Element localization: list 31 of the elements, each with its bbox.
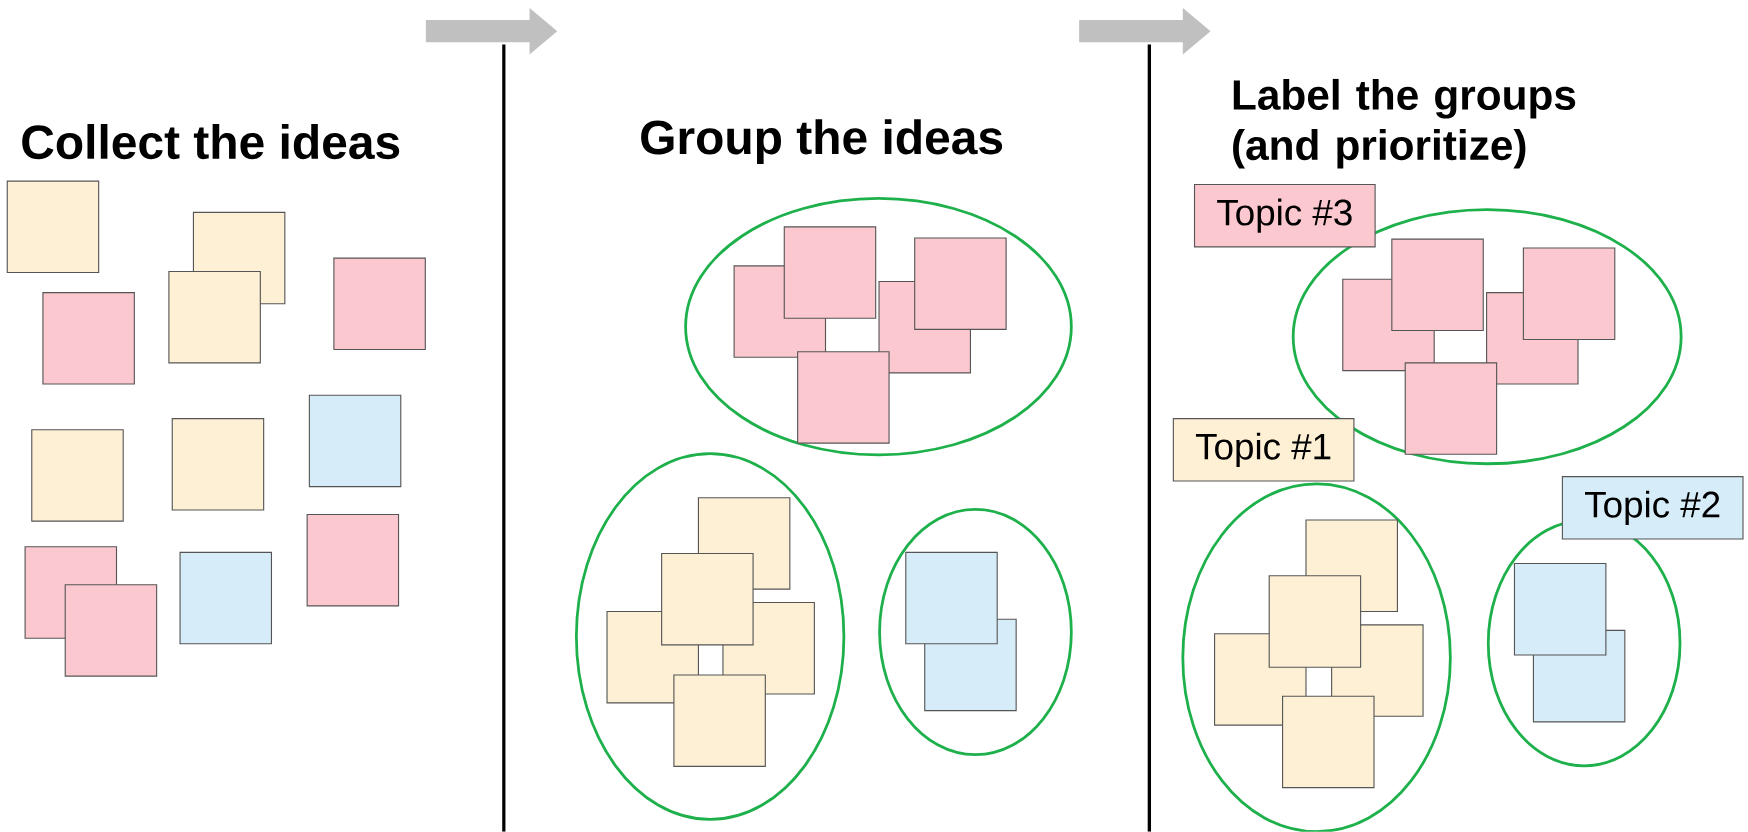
- sticky-note: [1513, 563, 1607, 656]
- sticky-note: [64, 584, 158, 677]
- sticky-note: [1522, 247, 1616, 341]
- group-ellipse: [574, 452, 846, 821]
- sticky-note: [308, 394, 402, 488]
- sticky-note: [306, 514, 400, 607]
- sticky-note: [42, 292, 135, 385]
- sticky-note: [661, 553, 754, 646]
- sticky-note: [905, 552, 998, 645]
- group-ellipse: [684, 197, 1073, 457]
- sticky-note: [1282, 695, 1375, 789]
- topic-label: Topic #3: [1193, 184, 1376, 248]
- sticky-note: [31, 429, 124, 522]
- sticky-note: [783, 226, 877, 319]
- sticky-note: [1404, 362, 1498, 455]
- group-ellipse: [878, 508, 1073, 757]
- step-heading: Group the ideas: [641, 119, 1003, 165]
- sticky-note: [1268, 575, 1362, 668]
- topic-label: Topic #1: [1172, 418, 1355, 482]
- step-heading: Collect the ideas: [22, 124, 400, 160]
- sticky-note: [179, 552, 272, 645]
- sticky-note: [168, 271, 261, 364]
- sticky-note: [673, 674, 766, 768]
- sticky-note: [6, 180, 100, 274]
- sticky-note: [171, 418, 265, 511]
- sticky-note: [914, 237, 1007, 331]
- sticky-note: [333, 257, 426, 351]
- sticky-note: [1391, 238, 1484, 332]
- sticky-note: [797, 351, 890, 444]
- step-heading: Label the groups (and prioritize): [1233, 79, 1576, 169]
- topic-label: Topic #2: [1561, 476, 1744, 540]
